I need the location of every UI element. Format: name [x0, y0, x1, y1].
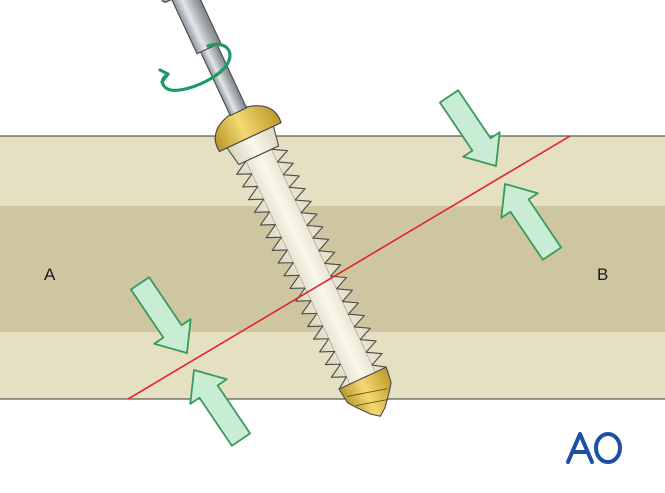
screw-core-left [245, 160, 353, 390]
screwdriver-tip [199, 41, 248, 117]
fragment-b-label: B [597, 265, 609, 284]
compression-arrow-icon-a-top [130, 276, 192, 354]
compression-arrow-icon-b-top [439, 89, 501, 167]
screw-tip-flutes [346, 388, 389, 407]
compression-arrow-icon-a-bottom [189, 369, 251, 447]
screw-tip [338, 366, 392, 417]
screwdriver-collar [170, 0, 222, 55]
rotation-arrow-icon [158, 42, 232, 92]
compression-arrow-icon-b-bottom [500, 183, 562, 261]
fracture-line [127, 135, 571, 400]
bone-cortex-upper [0, 136, 665, 206]
screw-core-right [271, 149, 379, 378]
fragment-a-label: A [44, 265, 56, 284]
compression-arrows [130, 89, 562, 447]
lag-screw [116, 0, 392, 417]
ao-logo-icon [566, 432, 622, 464]
